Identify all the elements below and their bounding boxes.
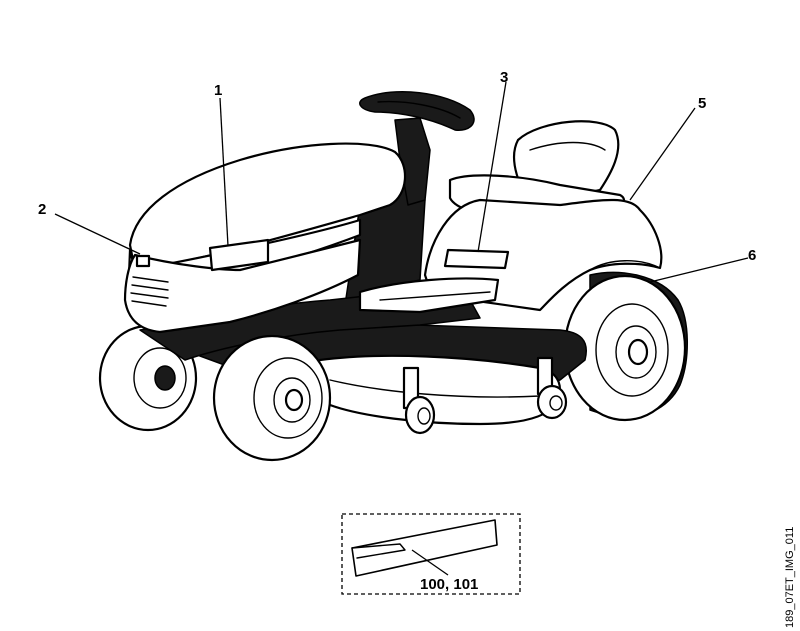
leader-6 [649, 257, 749, 283]
running-board [358, 277, 500, 314]
steering-wheel [359, 91, 475, 206]
leader-5 [629, 107, 696, 201]
leader-lines [54, 81, 749, 283]
rear-right-wheel [563, 271, 688, 422]
inset-frame [341, 513, 521, 595]
hood [123, 142, 407, 334]
leader-1 [219, 97, 229, 247]
callout-1: 1 [214, 82, 222, 99]
inset-leader [411, 549, 449, 576]
callout-2: 2 [38, 201, 46, 218]
callout-5: 5 [698, 95, 706, 112]
decal-inset: 100, 101 [341, 513, 521, 595]
leader-2 [54, 213, 141, 255]
leader-3 [477, 81, 507, 253]
callout-3: 3 [500, 69, 508, 86]
inset-label: 100, 101 [420, 576, 478, 593]
inset-decal-strip [351, 519, 498, 577]
image-reference: 189_07ET_IMG_011 [784, 527, 796, 628]
front-right-wheel [212, 334, 332, 462]
callout-6: 6 [748, 247, 756, 264]
